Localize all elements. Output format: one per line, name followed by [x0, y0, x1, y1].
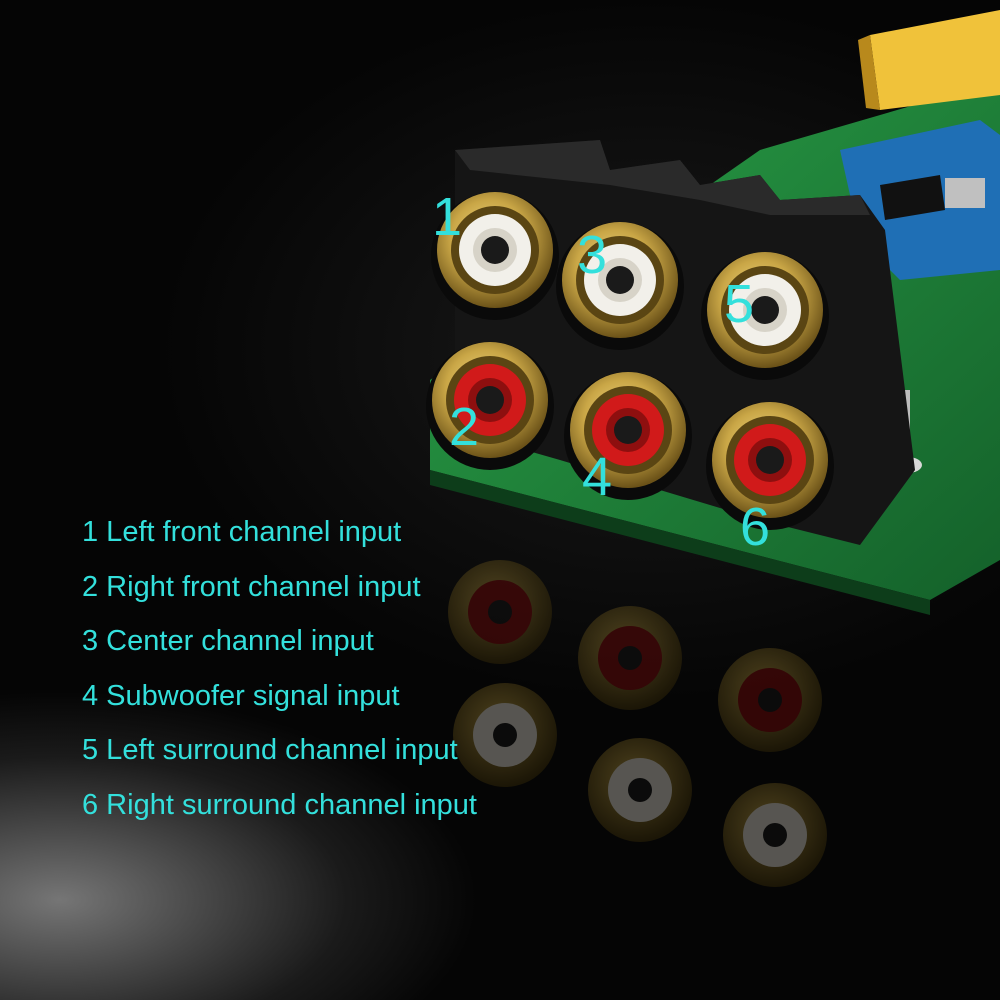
reflected-center	[618, 646, 642, 670]
rca-jack-5	[701, 252, 829, 380]
reflected-center	[758, 688, 782, 712]
reflected-jack	[723, 783, 827, 887]
legend-item: 1 Left front channel input	[82, 516, 402, 548]
reflected-jack	[448, 560, 552, 664]
jack-number-label: 5	[724, 274, 755, 334]
jack-number-label: 6	[740, 497, 771, 557]
jack-number-label: 1	[432, 187, 463, 247]
reflected-center	[493, 723, 517, 747]
legend-item: 2 Right front channel input	[82, 570, 421, 603]
rca-jack-6	[706, 402, 834, 530]
jack-center-pin-hole	[481, 236, 509, 264]
jack-center-pin-hole	[476, 386, 504, 414]
reflected-center	[763, 823, 787, 847]
reflected-jack	[453, 683, 557, 787]
rca-jack-1	[431, 192, 559, 320]
jack-center-pin-hole	[614, 416, 642, 444]
legend-item: 5 Left surround channel input	[82, 734, 458, 766]
jack-number-label: 3	[577, 225, 608, 285]
legend-item: 3 Center channel input	[82, 625, 374, 657]
jack-center-pin-hole	[756, 446, 784, 474]
rca-jack-2	[426, 342, 554, 470]
legend-item: 4 Subwoofer signal input	[82, 679, 400, 712]
rca-jack-3	[556, 222, 684, 350]
reflected-center	[628, 778, 652, 802]
reflected-jack	[578, 606, 682, 710]
reflected-jack	[718, 648, 822, 752]
reflected-jack	[588, 738, 692, 842]
jack-center-pin-hole	[606, 266, 634, 294]
jack-number-label: 2	[449, 397, 480, 457]
channel-legend: 1 Left front channel input 2 Right front…	[82, 505, 477, 832]
legend-item: 6 Right surround channel input	[82, 788, 477, 821]
jack-number-label: 4	[582, 447, 613, 507]
jack-center-pin-hole	[751, 296, 779, 324]
rca-jacks	[426, 192, 834, 530]
reflected-center	[488, 600, 512, 624]
rca-jack-4	[564, 372, 692, 500]
reflection	[448, 560, 827, 887]
